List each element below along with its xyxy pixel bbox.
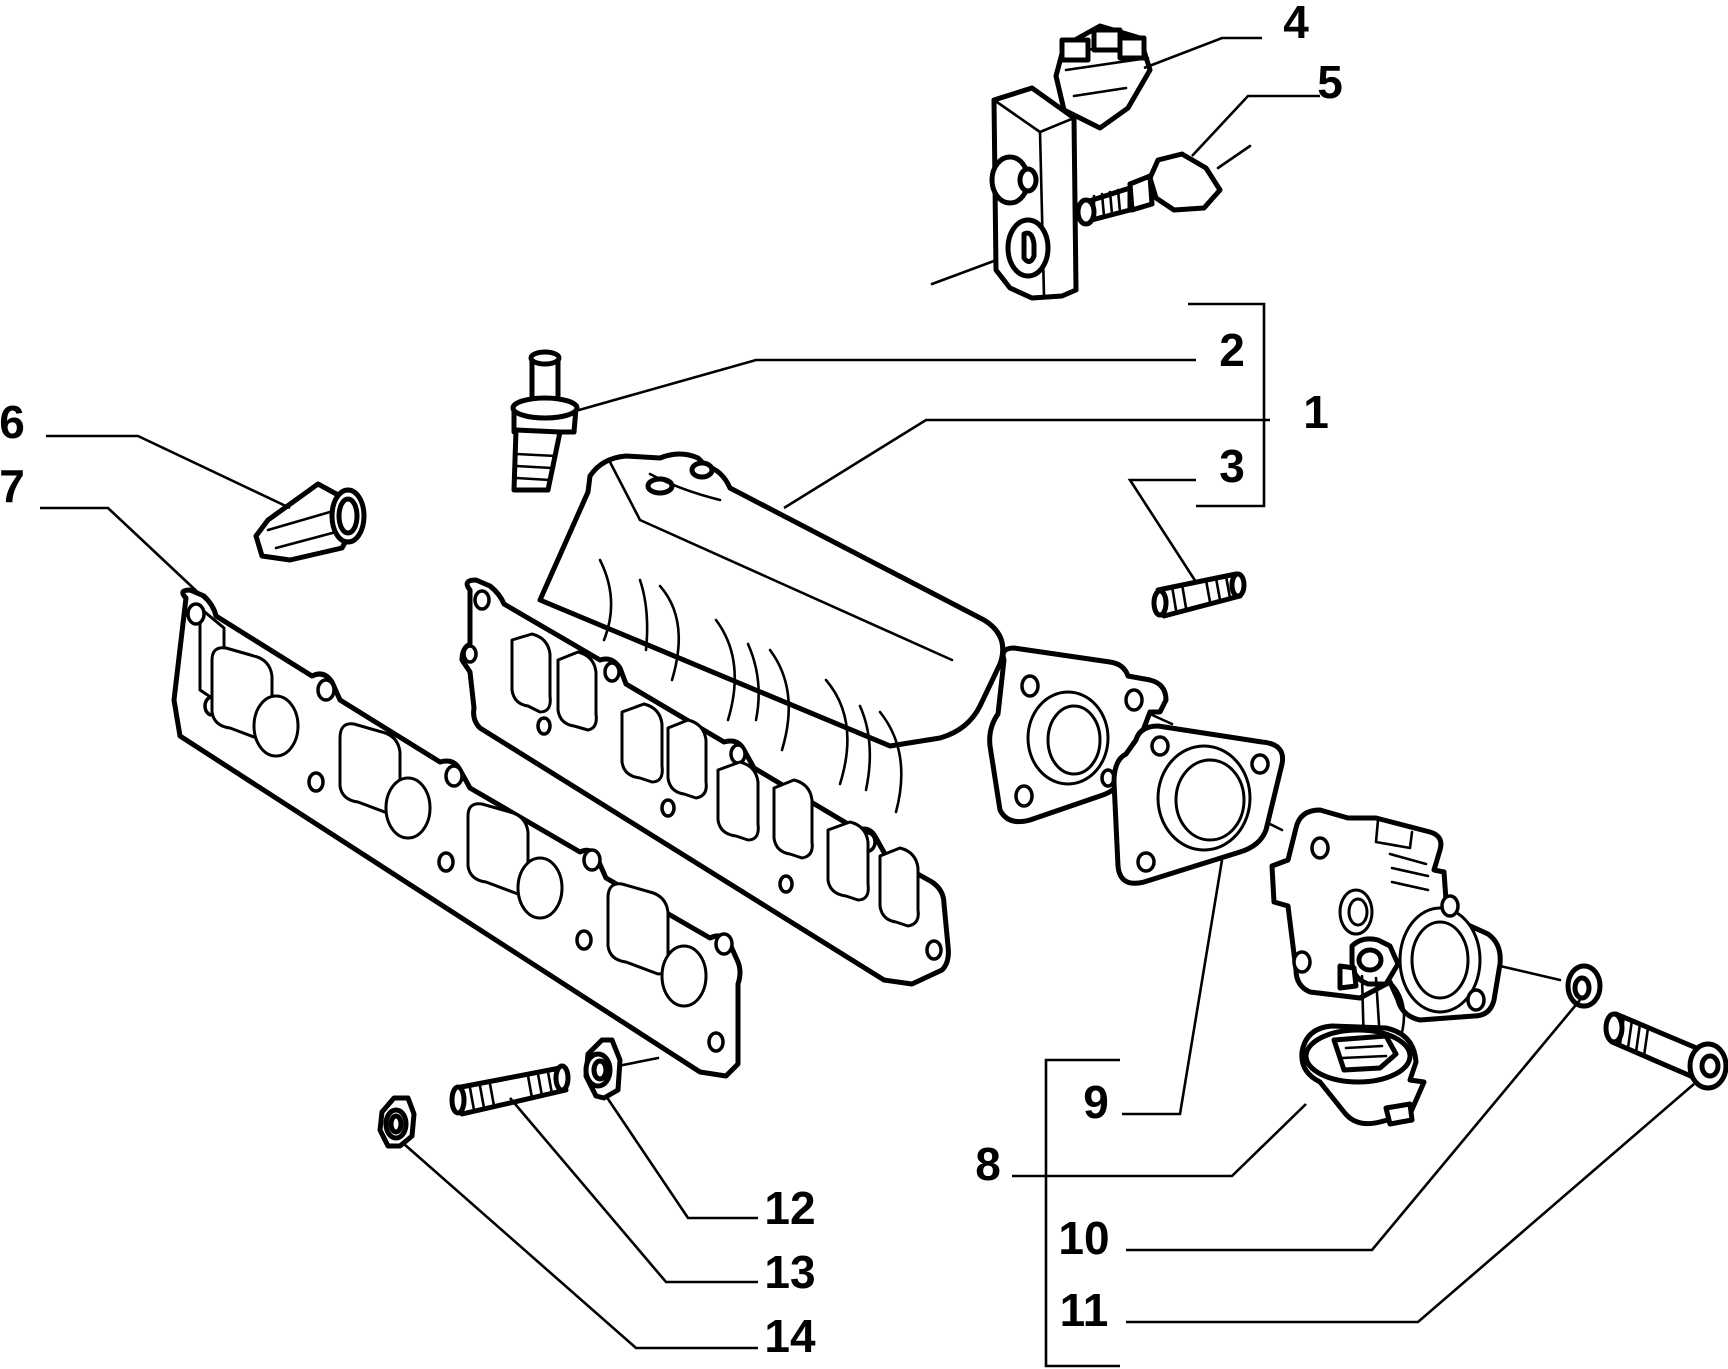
part-6-plug xyxy=(253,481,367,563)
callout-7: 7 xyxy=(0,460,25,512)
part-9-throttle-gasket xyxy=(1111,712,1286,886)
callout-labels: 4 5 2 1 3 6 7 9 8 10 11 12 13 14 xyxy=(0,0,1343,1362)
callout-13: 13 xyxy=(764,1246,815,1298)
callout-4: 4 xyxy=(1283,0,1309,48)
callout-9: 9 xyxy=(1083,1076,1109,1128)
callout-1: 1 xyxy=(1303,386,1329,438)
callout-5: 5 xyxy=(1317,56,1343,108)
part-12-nut xyxy=(583,1037,660,1101)
callout-8: 8 xyxy=(975,1138,1001,1190)
part-1-intake-manifold xyxy=(459,451,1169,987)
part-7-gasket xyxy=(171,587,743,1079)
callout-12: 12 xyxy=(764,1182,815,1234)
part-13-stud xyxy=(449,1063,571,1117)
part-8-throttle-body xyxy=(1269,807,1503,1127)
callout-6: 6 xyxy=(0,396,25,448)
part-2-stud xyxy=(510,349,580,493)
part-11-bolt xyxy=(1603,1011,1728,1091)
part-10-washer xyxy=(1498,963,1603,1009)
leader-lines xyxy=(40,36,1695,1368)
part-14-nut xyxy=(377,1095,417,1149)
callout-3: 3 xyxy=(1219,440,1245,492)
part-3-threaded-stud xyxy=(1151,571,1247,619)
callout-14: 14 xyxy=(764,1310,816,1362)
part-5-bolt xyxy=(1075,144,1252,227)
callout-11: 11 xyxy=(1060,1284,1109,1336)
callout-2: 2 xyxy=(1219,324,1245,376)
part-4-sensor-bracket xyxy=(930,23,1153,301)
callout-10: 10 xyxy=(1058,1212,1109,1264)
